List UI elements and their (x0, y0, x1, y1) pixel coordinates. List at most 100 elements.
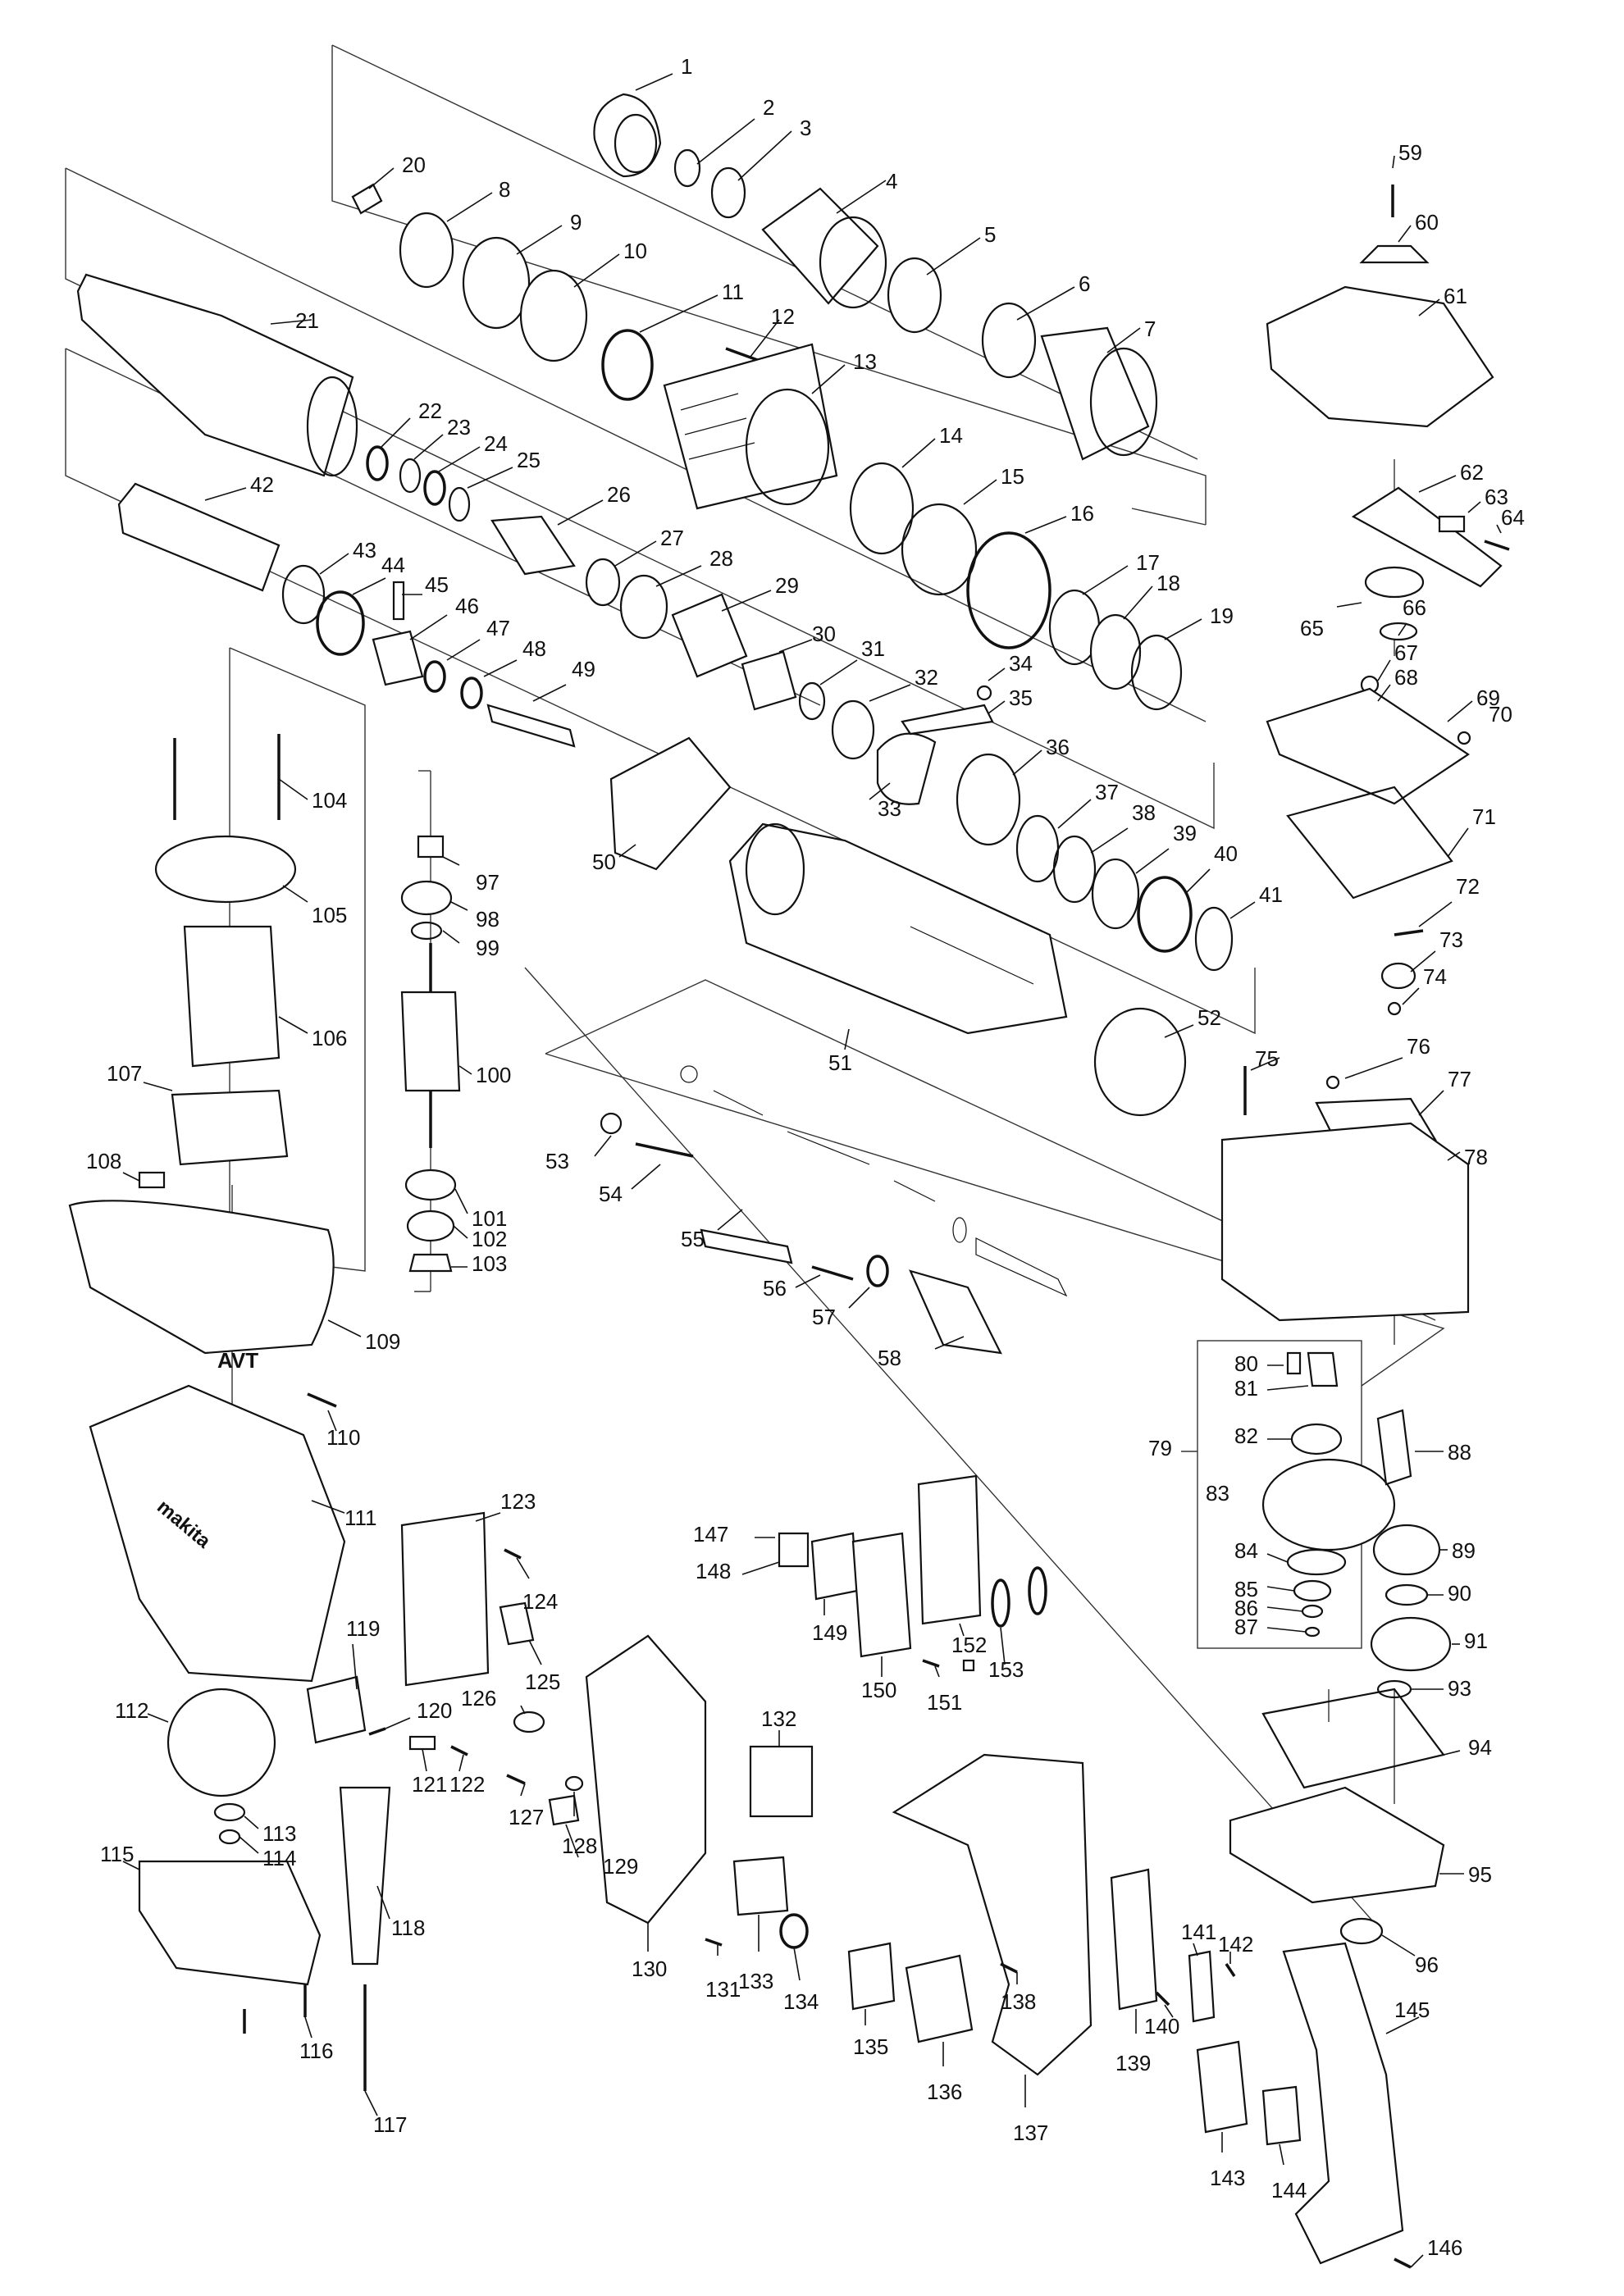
part-118-guard (339, 1786, 391, 1966)
part-label-82: 82 (1234, 1424, 1258, 1448)
part-label-32: 32 (915, 665, 938, 690)
part-70-screw (1457, 731, 1471, 745)
part-84-disc (1286, 1548, 1347, 1576)
part-19-ring (1130, 634, 1183, 711)
part-label-72: 72 (1456, 874, 1480, 899)
part-label-119: 119 (346, 1616, 380, 1641)
part-98-bearing (400, 880, 453, 916)
part-label-80: 80 (1234, 1351, 1258, 1376)
part-110-screw (307, 1392, 337, 1408)
part-97-bearing (417, 835, 445, 859)
part-88-shaft (1376, 1409, 1412, 1486)
part-36-ring (956, 753, 1021, 846)
part-102-bearing (406, 1210, 455, 1242)
part-label-78: 78 (1464, 1145, 1488, 1169)
part-label-115: 115 (100, 1842, 134, 1866)
part-100-armature (400, 991, 461, 1092)
part-label-137: 137 (1013, 2121, 1048, 2145)
part-41-ring (1194, 906, 1234, 972)
part-43-ring (281, 564, 326, 625)
part-label-148: 148 (696, 1559, 731, 1583)
part-45-pin (392, 581, 405, 621)
part-label-79: 79 (1148, 1436, 1172, 1460)
part-142-pin (1225, 1963, 1236, 1977)
part-60-knob (1359, 244, 1430, 264)
part-label-10: 10 (623, 239, 647, 263)
part-34-screw (976, 685, 992, 701)
part-42-cylinder (117, 482, 281, 592)
part-label-55: 55 (681, 1227, 705, 1251)
part-label-40: 40 (1214, 841, 1238, 866)
part-61-cover (1266, 285, 1494, 428)
part-label-68: 68 (1394, 665, 1418, 690)
part-label-109: 109 (365, 1329, 400, 1354)
part-108-brush (138, 1171, 166, 1189)
part-label-4: 4 (886, 169, 897, 194)
part-label-50: 50 (592, 850, 616, 874)
part-label-27: 27 (660, 526, 684, 550)
part-94-gasket (1261, 1688, 1445, 1789)
part-144-switch (1261, 2085, 1302, 2146)
part-label-130: 130 (632, 1957, 667, 1981)
part-151-screw (922, 1659, 940, 1668)
part-135-holder (847, 1942, 896, 2011)
part-label-97: 97 (476, 870, 500, 895)
part-label-12: 12 (771, 304, 795, 329)
part-2-ring (673, 148, 701, 188)
part-label-34: 34 (1009, 651, 1033, 676)
part-22-ring (366, 445, 389, 481)
part-72-pin (1394, 929, 1424, 936)
part-label-146: 146 (1427, 2235, 1462, 2260)
part-137-handle (892, 1753, 1093, 2076)
part-label-67: 67 (1394, 640, 1418, 665)
part-label-77: 77 (1448, 1067, 1471, 1091)
part-label-144: 144 (1271, 2178, 1307, 2203)
part-37-ring (1015, 814, 1060, 883)
part-86-washer (1301, 1604, 1324, 1619)
part-128-washer (564, 1775, 584, 1792)
part-95-gearhousing (1229, 1786, 1445, 1904)
part-21-barrel (76, 273, 358, 477)
part-54-spring (635, 1142, 694, 1158)
part-112-fan (167, 1688, 276, 1797)
part-label-88: 88 (1448, 1440, 1471, 1465)
part-11-oring (601, 329, 654, 401)
part-label-132: 132 (761, 1706, 796, 1731)
part-label-90: 90 (1448, 1581, 1471, 1606)
part-25-ring (448, 486, 471, 522)
part-label-65: 65 (1300, 616, 1324, 640)
part-47-ring (423, 660, 446, 693)
part-label-124: 124 (522, 1589, 558, 1614)
leader-lines (122, 73, 1502, 2268)
part-label-83: 83 (1206, 1481, 1229, 1506)
part-label-125: 125 (525, 1670, 560, 1694)
part-124-screw (504, 1548, 522, 1560)
part-label-26: 26 (607, 482, 631, 507)
part-label-142: 142 (1218, 1932, 1253, 1957)
part-label-17: 17 (1136, 550, 1160, 575)
part-label-98: 98 (476, 907, 500, 932)
part-label-121: 121 (412, 1772, 447, 1797)
part-label-70: 70 (1489, 702, 1512, 727)
part-label-54: 54 (599, 1182, 623, 1206)
part-label-71: 71 (1472, 804, 1496, 829)
part-57-ring (866, 1255, 889, 1287)
part-4-sleeve (761, 187, 887, 309)
part-label-5: 5 (984, 222, 996, 247)
part-label-105: 105 (312, 903, 347, 927)
part-130-handle-half (585, 1634, 707, 1925)
part-122-screw (450, 1745, 468, 1756)
part-label-126: 126 (461, 1686, 496, 1711)
part-label-51: 51 (828, 1050, 852, 1075)
part-149-holder (810, 1532, 859, 1601)
part-label-138: 138 (1001, 1989, 1036, 2014)
part-28-ring (619, 574, 668, 640)
part-label-52: 52 (1197, 1005, 1221, 1030)
part-label-37: 37 (1095, 780, 1119, 804)
part-145-handle-cover (1282, 1942, 1404, 2265)
part-label-151: 151 (927, 1690, 962, 1715)
part-33-ring (876, 732, 937, 805)
part-label-110: 110 (326, 1425, 360, 1450)
part-82-bearing (1290, 1423, 1343, 1456)
part-label-57: 57 (812, 1305, 836, 1329)
